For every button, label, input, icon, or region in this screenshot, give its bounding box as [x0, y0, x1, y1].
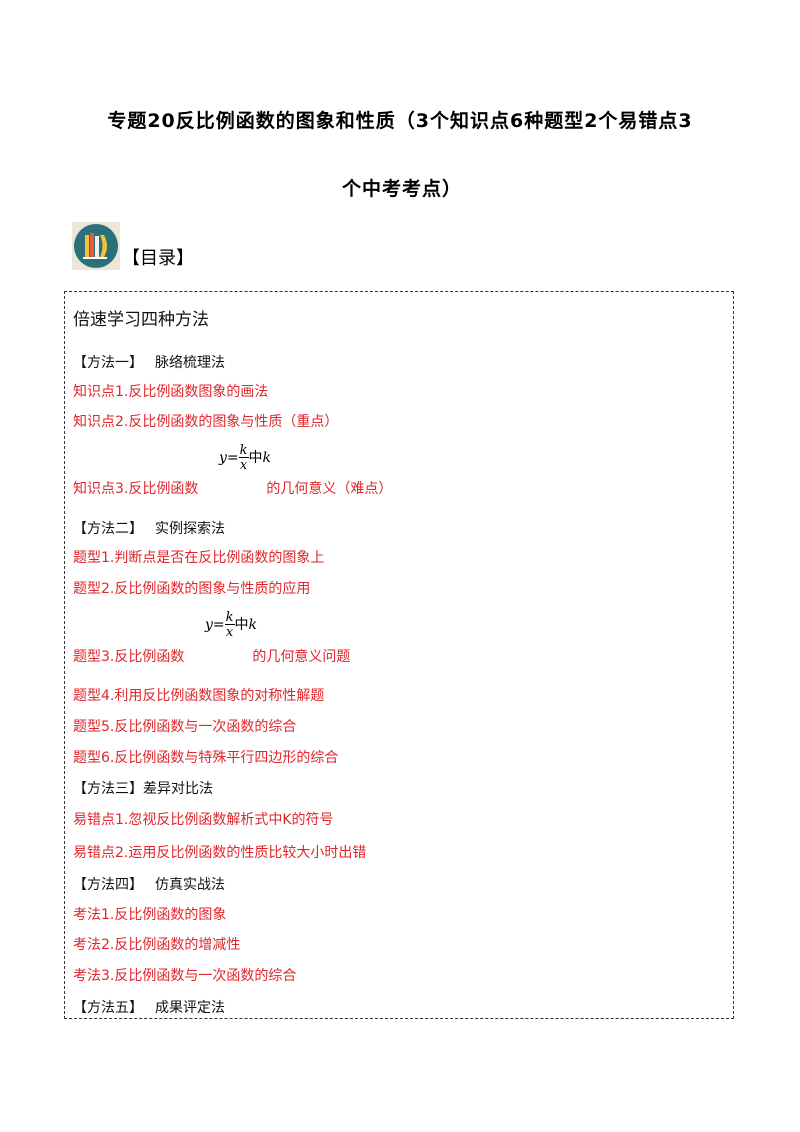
toc-box-title: 倍速学习四种方法	[73, 310, 209, 330]
toc-box	[64, 291, 734, 1019]
item-text-after: 的几何意义问题	[252, 649, 351, 665]
books-logo-icon	[72, 222, 120, 270]
method-tag: 【方法二】	[73, 521, 143, 537]
method-2: 【方法二】实例探索法	[73, 518, 225, 538]
method-tag: 【方法一】	[73, 355, 143, 371]
toc-item-type-5[interactable]: 题型5.反比例函数与一次函数的综合	[73, 719, 297, 735]
method-tag: 【方法五】	[73, 1000, 143, 1016]
method-4: 【方法四】仿真实战法	[73, 874, 225, 894]
method-1: 【方法一】脉络梳理法	[73, 352, 225, 372]
toc-item-type-4[interactable]: 题型4.利用反比例函数图象的对称性解题	[73, 688, 325, 704]
toc-item-type-2[interactable]: 题型2.反比例函数的图象与性质的应用	[73, 581, 311, 597]
method-name: 实例探索法	[155, 521, 225, 537]
toc-item-error-2[interactable]: 易错点2.运用反比例函数的性质比较大小时出错	[73, 845, 367, 861]
method-name: 成果评定法	[155, 1000, 225, 1016]
item-text-after: 的几何意义（难点）	[266, 481, 393, 497]
toc-item-type-6[interactable]: 题型6.反比例函数与特殊平行四边形的综合	[73, 750, 339, 766]
method-tag: 【方法四】	[73, 877, 143, 893]
toc-item-knowledge-2[interactable]: 知识点2.反比例函数的图象与性质（重点）	[73, 414, 339, 430]
toc-item-type-3[interactable]: 题型3.反比例函数 的几何意义问题	[73, 646, 350, 666]
toc-item-knowledge-3[interactable]: 知识点3.反比例函数 的几何意义（难点）	[73, 478, 392, 498]
toc-item-knowledge-1[interactable]: 知识点1.反比例函数图象的画法	[73, 384, 269, 400]
method-3: 【方法三】差异对比法	[73, 778, 213, 798]
method-name: 差异对比法	[143, 781, 213, 797]
document-title-line-1: 专题20反比例函数的图象和性质（3个知识点6种题型2个易错点3	[107, 110, 693, 132]
toc-item-exam-3[interactable]: 考法3.反比例函数与一次函数的综合	[73, 968, 297, 984]
method-name: 脉络梳理法	[155, 355, 225, 371]
toc-item-type-1[interactable]: 题型1.判断点是否在反比例函数的图象上	[73, 550, 325, 566]
toc-item-exam-2[interactable]: 考法2.反比例函数的增减性	[73, 937, 241, 953]
document-title-line-2: 个中考考点）	[341, 178, 462, 200]
method-5: 【方法五】成果评定法	[73, 997, 225, 1017]
method-name: 仿真实战法	[155, 877, 225, 893]
item-text-before: 题型3.反比例函数	[73, 649, 185, 665]
toc-item-error-1[interactable]: 易错点1.忽视反比例函数解析式中K的符号	[73, 812, 334, 828]
toc-item-exam-1[interactable]: 考法1.反比例函数的图象	[73, 907, 227, 923]
method-tag: 【方法三】	[73, 781, 143, 797]
item-text-before: 知识点3.反比例函数	[73, 481, 199, 497]
toc-heading: 【目录】	[122, 248, 194, 269]
